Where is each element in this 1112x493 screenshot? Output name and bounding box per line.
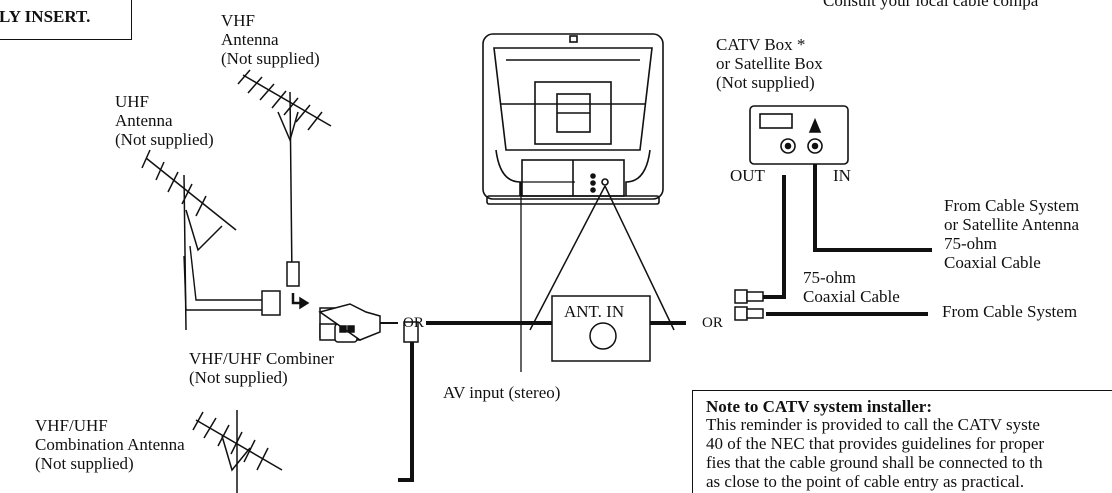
note-line: 40 of the NEC that provides guidelines f… — [706, 434, 1045, 453]
catv-box-label: CATV Box * or Satellite Box (Not supplie… — [716, 35, 823, 92]
uhf-antenna-illustration — [141, 149, 278, 331]
vhf-antenna-label: VHF Antenna (Not supplied) — [221, 11, 320, 68]
catv-installer-note: Note to CATV system installer: This remi… — [692, 390, 1112, 493]
in-port-label: IN — [833, 166, 851, 185]
uhf-antenna-label: UHF Antenna (Not supplied) — [115, 92, 214, 149]
from-cable-system-label: From Cable System — [942, 302, 1078, 321]
combination-antenna-label: VHF/UHF Combination Antenna (Not supplie… — [35, 416, 185, 473]
cable-connectors — [403, 289, 764, 343]
coax-cable-label: 75-ohm Coaxial Cable — [803, 268, 900, 306]
insert-notice-text: LY INSERT. — [0, 7, 91, 26]
note-line: as close to the point of cable entry as … — [706, 472, 1025, 491]
av-input-label: AV input (stereo) — [443, 383, 561, 402]
tv-rear-illustration — [482, 33, 664, 205]
av-input-leader — [520, 181, 575, 372]
catv-box-illustration — [749, 105, 849, 165]
or-label-right: OR — [702, 315, 723, 331]
or-label-left: OR — [403, 315, 424, 331]
cable-company-note: Consult your local cable compa — [823, 0, 1039, 10]
note-line: fies that the cable ground shall be conn… — [706, 453, 1043, 472]
combiner-label: VHF/UHF Combiner (Not supplied) — [189, 349, 334, 387]
out-port-label: OUT — [730, 166, 765, 185]
note-title: Note to CATV system installer: — [706, 397, 932, 416]
coax-lines — [398, 136, 932, 482]
ant-in-label: ANT. IN — [564, 302, 625, 321]
combination-antenna-illustration — [192, 410, 283, 493]
combiner-illustration — [261, 290, 398, 343]
note-line: This reminder is provided to call the CA… — [706, 415, 1040, 434]
vhf-antenna-illustration — [237, 69, 332, 310]
insert-notice-box: LY INSERT. — [0, 0, 132, 40]
from-cable-or-satellite-label: From Cable System or Satellite Antenna 7… — [944, 196, 1080, 272]
ant-in-callout — [529, 185, 675, 362]
